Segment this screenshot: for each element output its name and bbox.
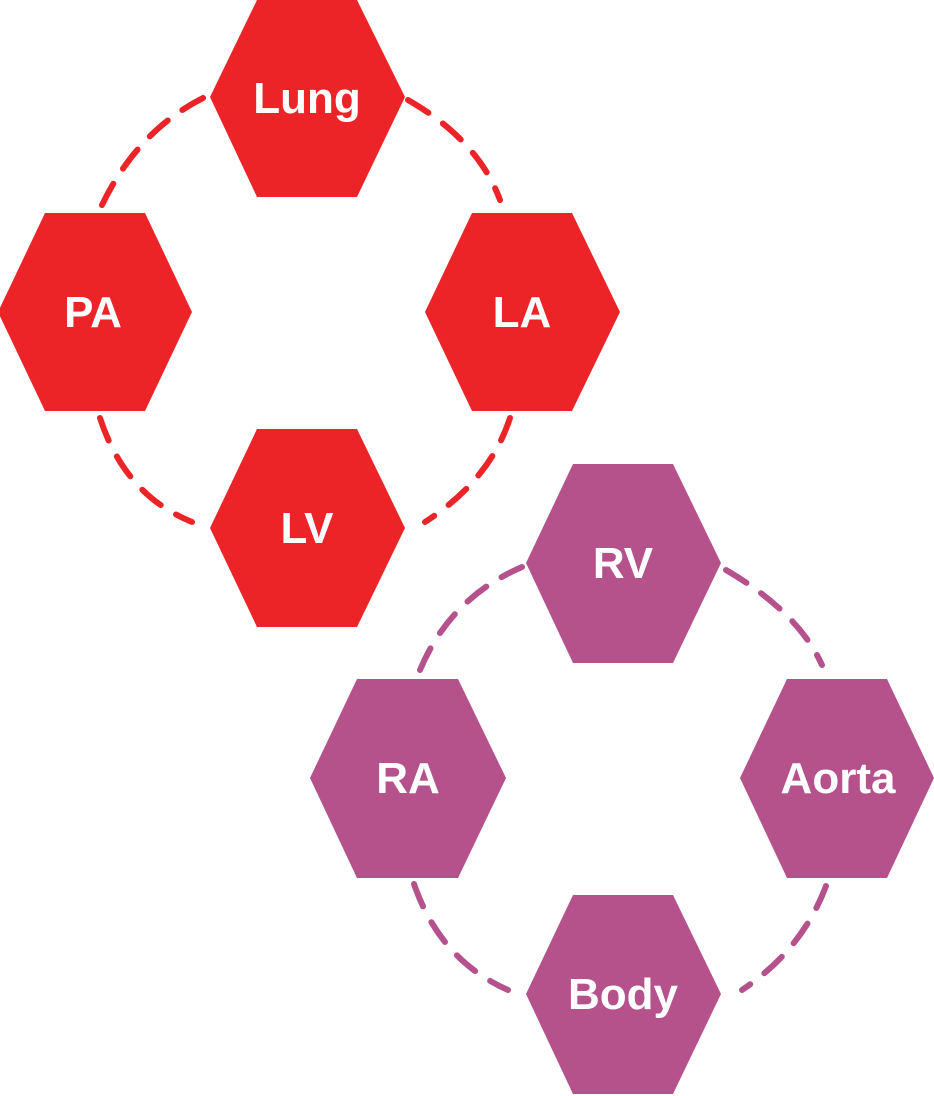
- hexagon-lung: Lung: [210, 0, 405, 197]
- hexagon-body: Body: [526, 895, 721, 1094]
- connector-la-lv: [422, 415, 513, 525]
- hexagon-lv: LV: [210, 429, 405, 627]
- connector-pa-lung: [99, 94, 208, 208]
- hexagon-body-label: Body: [568, 970, 679, 1019]
- connector-aorta-body: [739, 883, 829, 993]
- hexagon-lung-label: Lung: [253, 74, 361, 123]
- hexagon-la: LA: [425, 213, 620, 411]
- hexagon-lv-label: LV: [281, 504, 335, 553]
- connector-lung-la: [405, 97, 503, 203]
- hexagon-rv: RV: [526, 464, 721, 663]
- connector-body-ra: [411, 881, 511, 993]
- connector-lv-pa: [97, 415, 195, 525]
- pulmonary-connectors: [97, 94, 513, 525]
- connector-rv-aorta: [723, 567, 825, 668]
- hexagon-pa: PA: [0, 213, 192, 411]
- hexagon-pa-label: PA: [64, 288, 122, 337]
- hexagon-aorta-label: Aorta: [781, 754, 896, 803]
- hexagon-rv-label: RV: [593, 539, 654, 588]
- systemic-connectors: [411, 564, 829, 993]
- connector-ra-rv: [417, 564, 525, 673]
- hexagon-ra-label: RA: [376, 754, 440, 803]
- hexagon-aorta: Aorta: [740, 679, 934, 878]
- hexagon-ra: RA: [310, 679, 506, 878]
- hexagon-la-label: LA: [493, 288, 552, 337]
